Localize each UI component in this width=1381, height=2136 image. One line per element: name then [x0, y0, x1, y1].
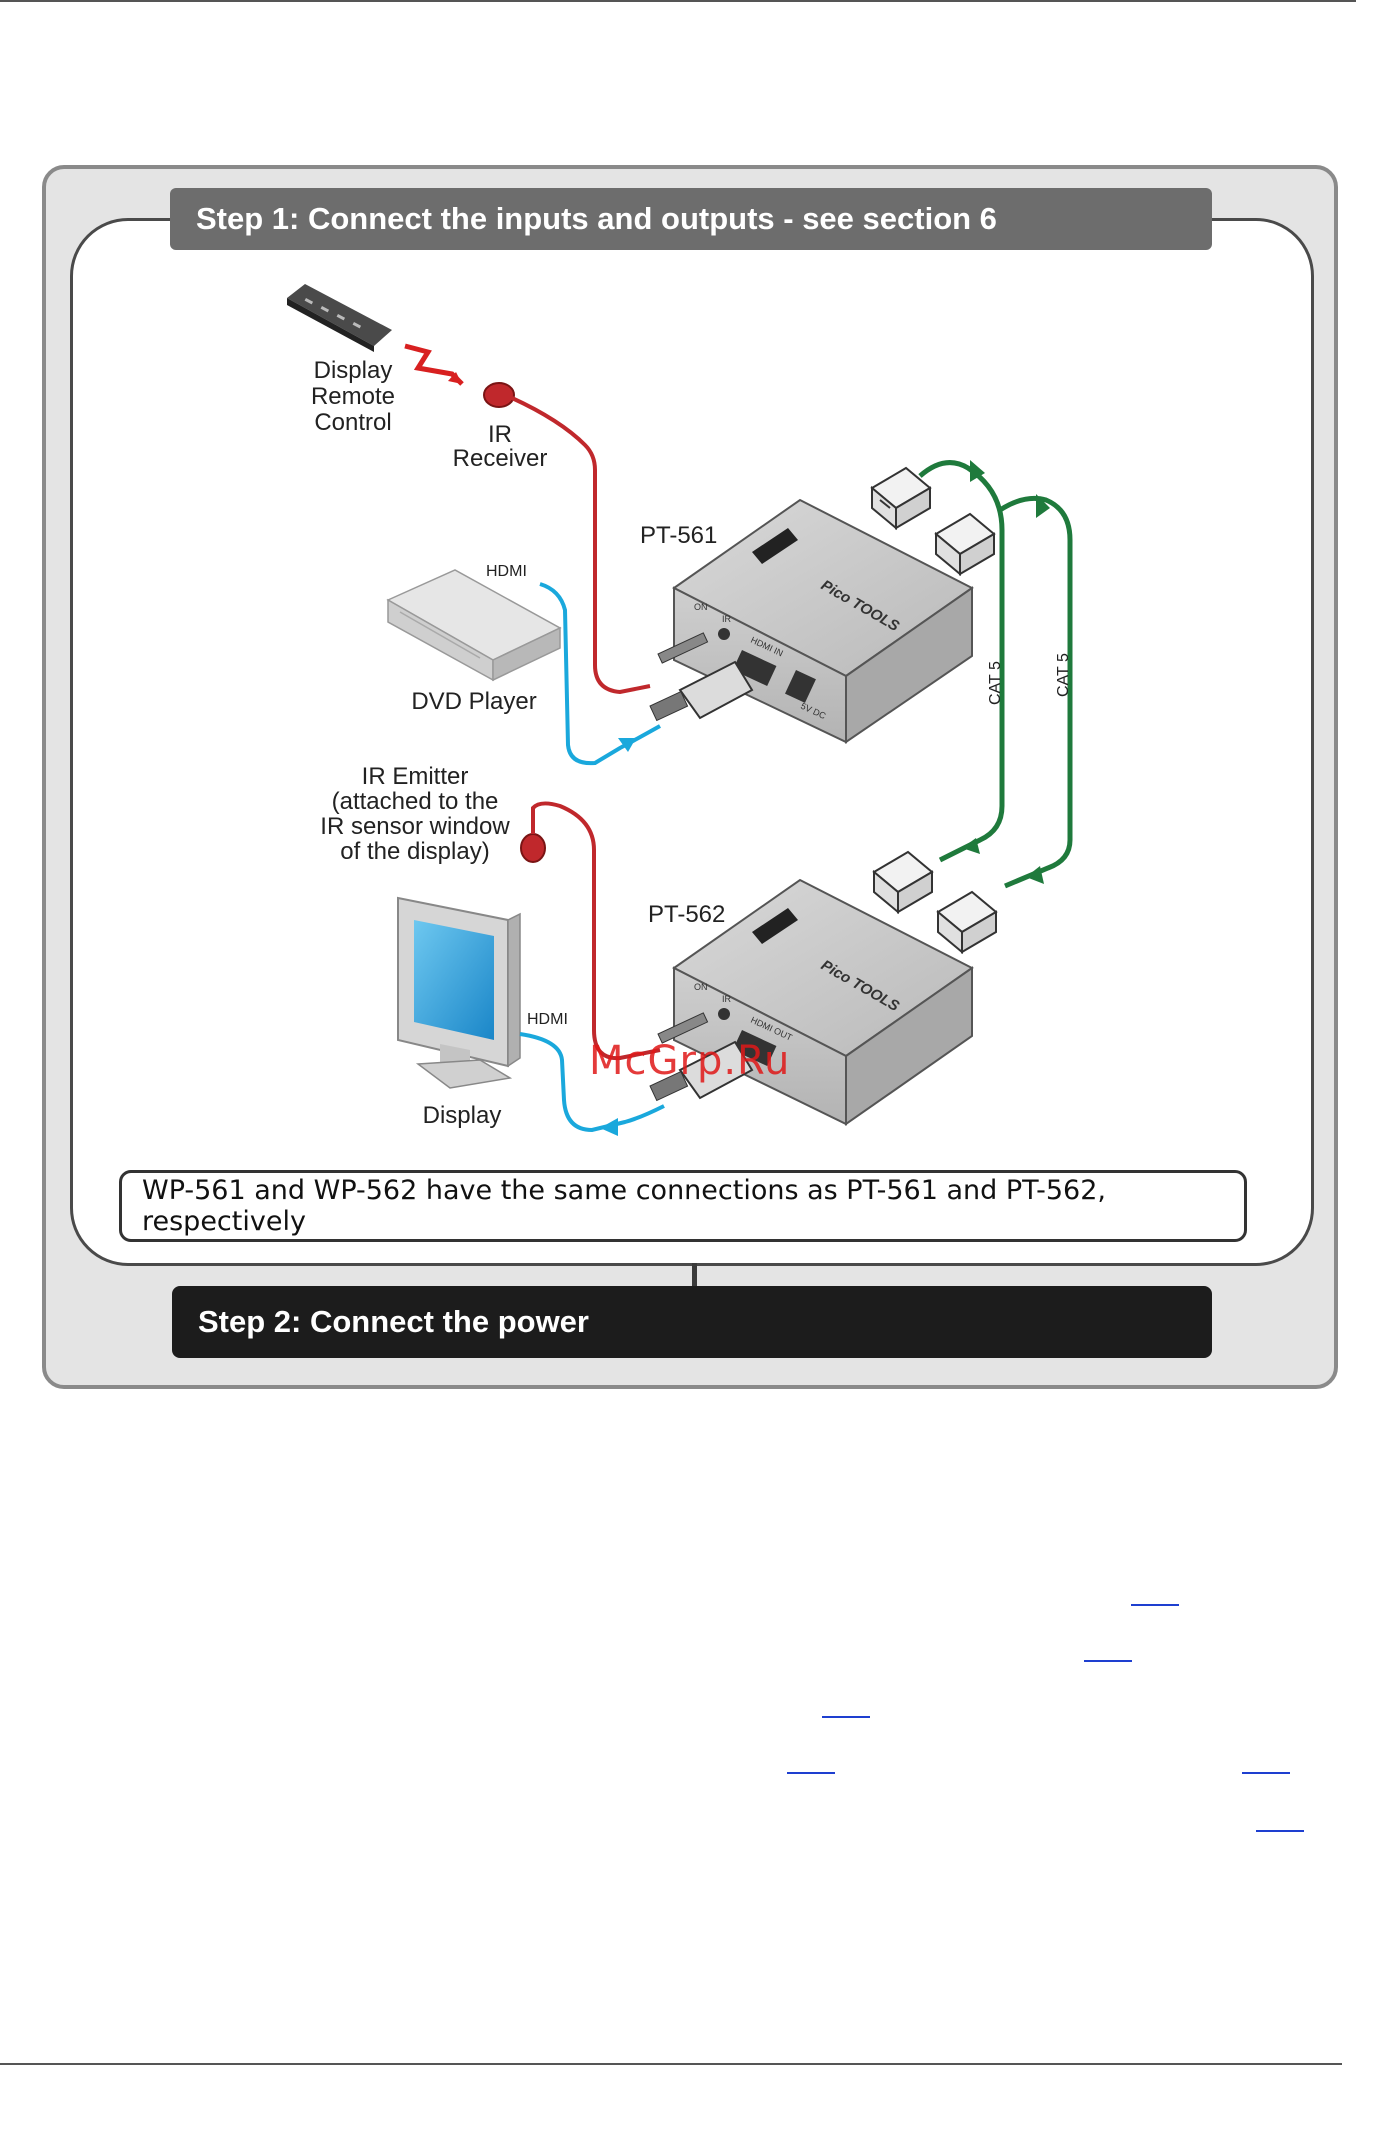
ir-emitter-icon	[520, 833, 546, 863]
dvd-hdmi-cable	[539, 582, 661, 766]
ir-receiver-label-2: Receiver	[453, 445, 548, 472]
page-link-mark[interactable]	[1256, 1830, 1304, 1832]
pt562-label: PT-562	[648, 901, 725, 928]
display-label: Display	[423, 1102, 502, 1129]
rj45-connector-icon	[936, 890, 998, 955]
remote-label-1: Display	[314, 357, 393, 384]
page-link-mark[interactable]	[1242, 1772, 1290, 1774]
rj45-connector-icon	[934, 512, 996, 577]
model-note: WP-561 and WP-562 have the same connecti…	[119, 1170, 1247, 1242]
page-link-mark[interactable]	[822, 1716, 870, 1718]
ir-receiver-label-1: IR	[488, 421, 512, 448]
dvd-player-label: DVD Player	[411, 688, 536, 715]
remote-control-icon	[287, 284, 392, 352]
hdmi-label-bottom: HDMI	[527, 1011, 568, 1028]
remote-label-2: Remote	[311, 383, 395, 410]
step-connector	[692, 1263, 697, 1289]
pt561-on-label: ON	[694, 602, 708, 612]
cat5-label-b: CAT 5	[1055, 653, 1072, 697]
watermark: McGrp.Ru	[589, 1038, 791, 1084]
step1-header: Step 1: Connect the inputs and outputs -…	[170, 188, 1212, 250]
rj45-connector-icon	[872, 850, 934, 915]
dvd-player-icon	[386, 569, 562, 682]
display-monitor-icon	[397, 896, 521, 1089]
page-link-mark[interactable]	[1084, 1660, 1132, 1662]
pt561-device: Pico TOOLS ON IR HDMI IN 5V DC	[649, 498, 974, 744]
hdmi-label-top: HDMI	[486, 563, 527, 580]
ir-receiver-icon	[483, 382, 515, 408]
display-hdmi-cable	[519, 1032, 665, 1133]
ir-emitter-label-4: of the display)	[340, 838, 489, 865]
ir-receiver-cable	[511, 396, 651, 695]
pt562-on-label: ON	[694, 982, 708, 992]
connection-diagram: Display Remote Control IR Receiver DVD P…	[287, 284, 1073, 1136]
pt562-ir-label: IR	[722, 994, 732, 1004]
cat5-cable-b	[998, 495, 1073, 889]
ir-emitter-cable	[531, 801, 661, 1061]
ir-emitter-label-1: IR Emitter	[362, 763, 469, 790]
step1-content-frame	[70, 218, 1314, 1266]
page-link-mark[interactable]	[787, 1772, 835, 1774]
pt562-device: Pico TOOLS ON IR HDMI OUT	[649, 878, 974, 1126]
rj45-connector-icon	[870, 466, 932, 531]
pt561-label: PT-561	[640, 522, 717, 549]
cat5-label-a: CAT 5	[987, 661, 1004, 705]
cat5-cable-a	[918, 460, 1005, 863]
ir-emitter-label-3: IR sensor window	[320, 813, 510, 840]
bottom-rule	[0, 2063, 1342, 2065]
step2-header: Step 2: Connect the power	[172, 1286, 1212, 1358]
pt561-ir-label: IR	[722, 614, 732, 624]
ir-emitter-label-2: (attached to the	[332, 788, 499, 815]
top-rule	[0, 0, 1356, 2]
page-link-mark[interactable]	[1131, 1604, 1179, 1606]
remote-label-3: Control	[314, 409, 391, 436]
